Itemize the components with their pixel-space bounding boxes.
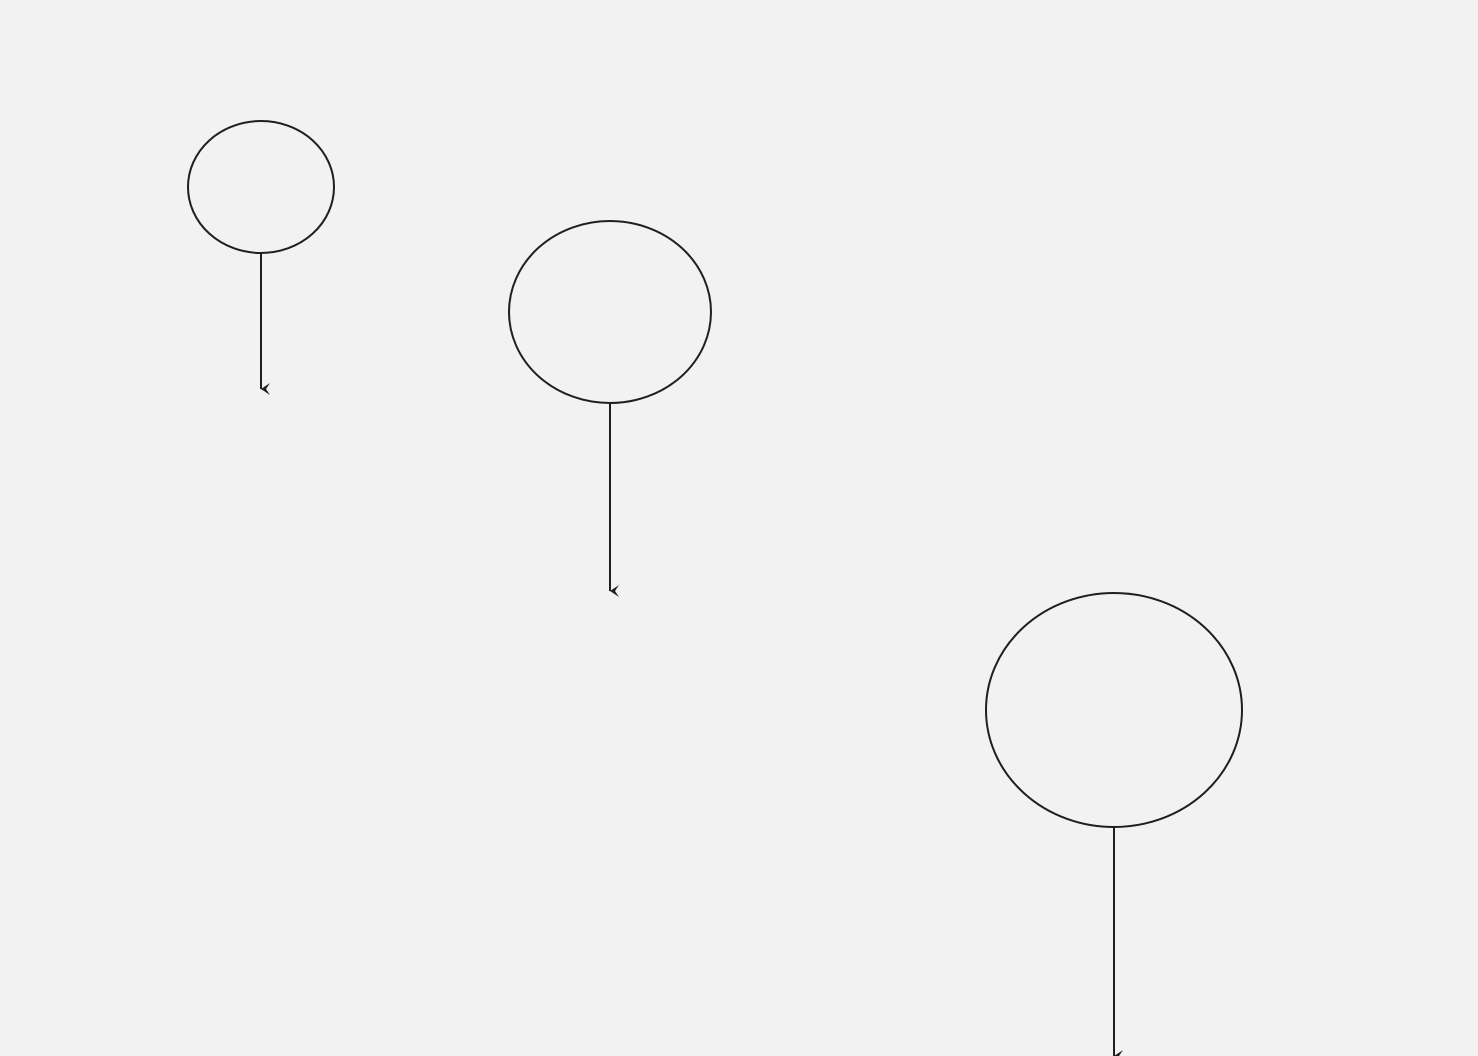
diagram-node-2-group[interactable] (508, 220, 712, 597)
diagram-node-1-group[interactable] (187, 120, 335, 395)
diagram-node-3-group[interactable] (985, 592, 1243, 1056)
